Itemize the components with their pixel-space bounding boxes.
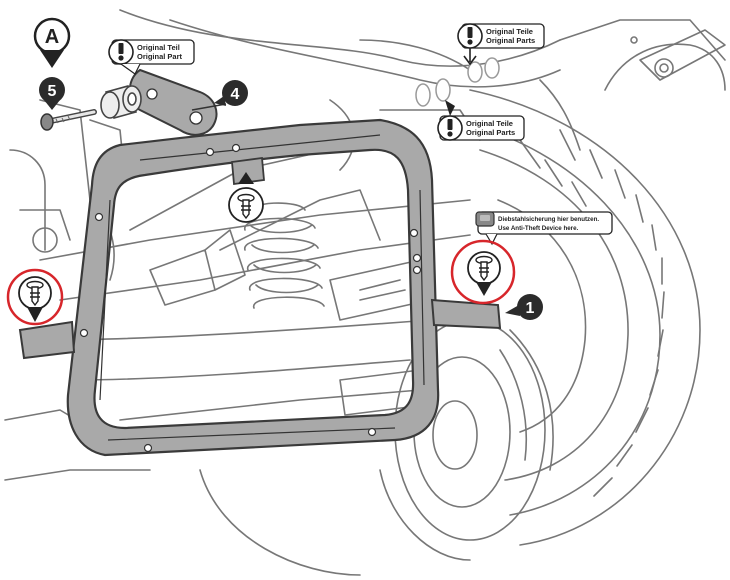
step-number-1: 1: [526, 300, 535, 317]
callout-line1: Original Teile: [466, 119, 513, 128]
fastener-marker-center: [228, 172, 264, 223]
callout-anti-theft: Diebstahlsicherung hier benutzen. Use An…: [475, 211, 613, 246]
exclamation-icon: [118, 43, 124, 61]
step-letter: A: [45, 26, 59, 48]
fastener-marker-left: [6, 268, 64, 326]
bracket-part-4: [128, 68, 227, 136]
callout-line1: Diebstahlsicherung hier benutzen.: [498, 216, 599, 223]
callout-original-parts-mid: Original Teile Original Parts: [437, 100, 525, 141]
side-carrier-frame: [18, 118, 502, 457]
callout-line2: Original Parts: [466, 128, 515, 137]
callout-line1: Original Teile: [486, 27, 533, 36]
callout-line2: Original Parts: [486, 36, 535, 45]
exclamation-icon: [467, 27, 473, 45]
spacer-icon: [100, 85, 142, 119]
anti-theft-lock-icon: [475, 211, 495, 227]
step-marker-1: 1: [505, 294, 543, 320]
exclamation-icon: [447, 119, 453, 137]
step-marker-5: 5: [39, 77, 65, 110]
callout-original-parts-top: Original Teile Original Parts: [457, 23, 545, 66]
bolt-icon: [40, 109, 97, 131]
screw-fastener-icon: [475, 255, 493, 282]
step-marker-4: 4: [214, 80, 248, 106]
original-spacers: [415, 57, 500, 107]
callout-original-part-left: Original Teil Original Part: [108, 39, 195, 75]
step-number-5: 5: [48, 83, 57, 100]
callout-line2: Original Part: [137, 52, 183, 61]
screw-fastener-icon: [237, 193, 255, 220]
screw-fastener-icon: [26, 280, 44, 307]
callout-line1: Original Teil: [137, 43, 180, 52]
callout-line2: Use Anti-Theft Device here.: [498, 225, 579, 232]
fastener-marker-right: [450, 239, 516, 305]
highlight-circle-right: [450, 239, 516, 305]
highlight-circle-left: [6, 268, 64, 326]
step-letter-marker: A: [33, 17, 71, 68]
step-number-4: 4: [231, 86, 240, 103]
